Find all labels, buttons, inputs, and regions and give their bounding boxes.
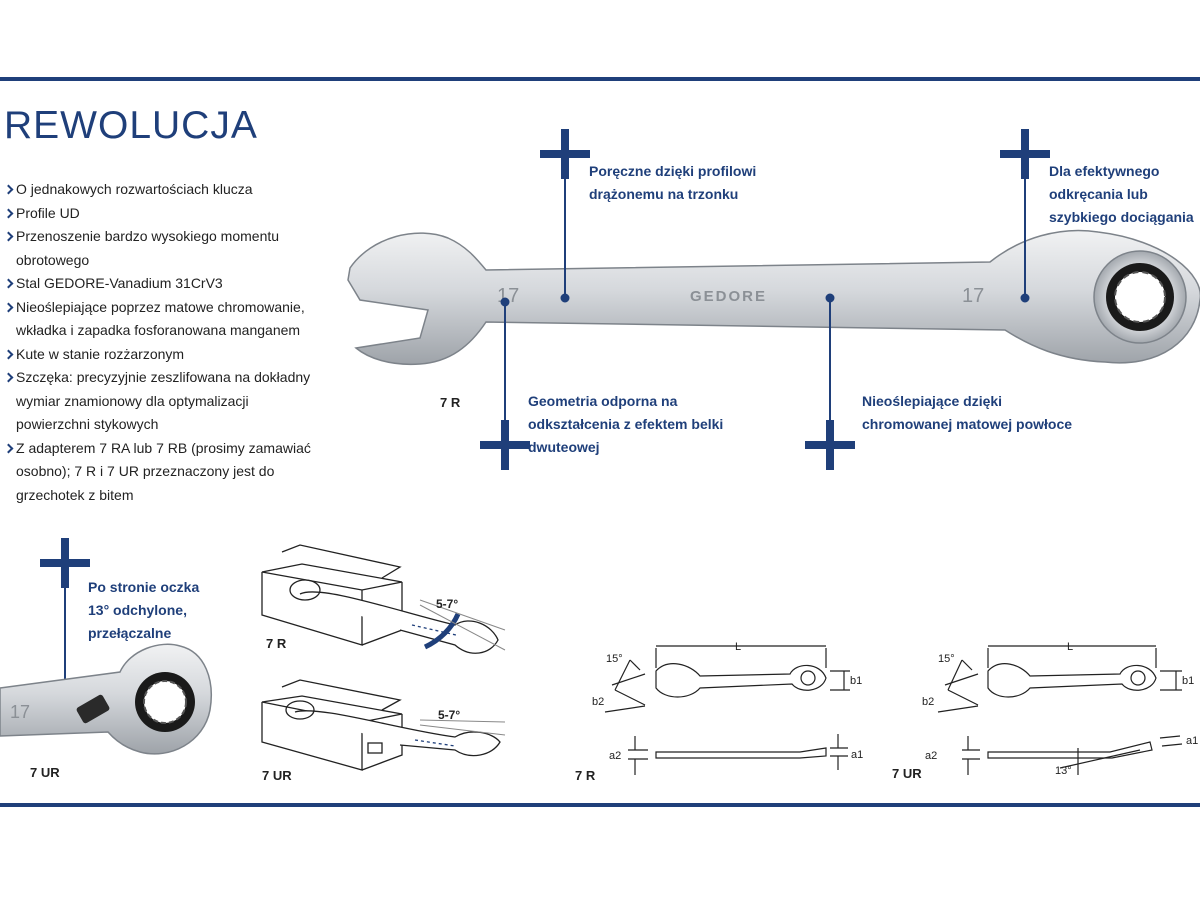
feature-item: Z adapterem 7 RA lub 7 RB (prosimy zamaw… (4, 437, 324, 508)
feature-item: Kute w stanie rozżarzonym (4, 343, 324, 367)
vise-illustration-r (261, 544, 506, 654)
angle-label: 15° (938, 653, 955, 665)
feature-item: Przenoszenie bardzo wysokiego momentu ob… (4, 225, 324, 272)
wrench-model-label: 7 R (440, 395, 461, 410)
callout-ratchet: Dla efektywnego odkręcania lub szybkiego… (1049, 163, 1194, 225)
model-label: 7 R (266, 636, 287, 651)
vise-illustration-ur (261, 679, 506, 771)
model-label: 7 UR (892, 766, 922, 781)
plus-icon (540, 129, 590, 179)
detail-size-mark: 17 (10, 702, 30, 722)
ratchet-detail-illustration: 17 (0, 643, 212, 755)
dim-label: b2 (922, 696, 934, 708)
wrench-size-mark-ring: 17 (962, 285, 984, 307)
dimension-drawing-r (604, 645, 850, 775)
plus-icon (805, 420, 855, 470)
feature-item: Profile UD (4, 202, 324, 226)
dim-label: a2 (925, 750, 937, 762)
feature-item: Szczęka: precyzyjnie zeszlifowana na dok… (4, 366, 324, 437)
angle-label: 5-7° (438, 708, 460, 722)
wrench-brand-mark: GEDORE (690, 288, 767, 305)
callout-offset: Po stronie oczka 13° odchylone, przełącz… (88, 579, 200, 641)
dim-label: a1 (1186, 735, 1198, 747)
plus-icon (480, 420, 530, 470)
angle-label: 5-7° (436, 597, 458, 611)
model-label: 7 R (575, 768, 596, 783)
bottom-rule (0, 803, 1200, 807)
dimension-drawing-ur (937, 645, 1183, 775)
feature-item: Nieoślepiające poprzez matowe chromowani… (4, 296, 324, 343)
dim-label: b1 (1182, 675, 1194, 687)
feature-list: O jednakowych rozwartościach klucza Prof… (4, 178, 324, 507)
callout-geometry: Geometria odporna na odkształcenia z efe… (528, 393, 724, 455)
dim-label: b2 (592, 696, 604, 708)
dim-label: L (1067, 641, 1073, 653)
angle-label: 15° (606, 653, 623, 665)
model-label: 7 UR (262, 768, 292, 783)
dim-label: b1 (850, 675, 862, 687)
plus-icon (40, 538, 90, 588)
angle-label: 13° (1055, 765, 1072, 777)
main-wrench: 17 GEDORE 17 (347, 229, 1200, 366)
dim-label: a2 (609, 750, 621, 762)
dim-label: a1 (851, 749, 863, 761)
plus-icon (1000, 129, 1050, 179)
top-rule (0, 77, 1200, 81)
callout-markers (40, 129, 1050, 710)
dim-label: L (735, 641, 741, 653)
callout-chrome: Nieoślepiające dzięki chromowanej matowe… (862, 393, 1073, 432)
callout-handle: Poręczne dzięki profilowi drążonemu na t… (589, 163, 757, 202)
feature-item: Stal GEDORE-Vanadium 31CrV3 (4, 272, 324, 296)
page-title: REWOLUCJA (4, 104, 258, 147)
model-label: 7 UR (30, 765, 60, 780)
feature-item: O jednakowych rozwartościach klucza (4, 178, 324, 202)
